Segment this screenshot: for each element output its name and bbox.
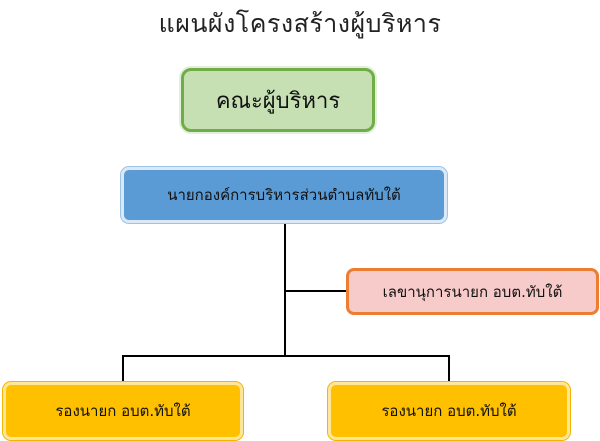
node-executive-board: คณะผู้บริหาร (181, 68, 375, 132)
node-chief-executive-label: นายกองค์การบริหารส่วนตำบลทับใต้ (167, 186, 401, 204)
node-deputy-2: รองนายก อบต.ทับใต้ (327, 381, 571, 441)
chart-title: แผนผังโครงสร้างผู้บริหาร (158, 9, 442, 38)
node-executive-board-label: คณะผู้บริหาร (215, 88, 341, 114)
node-deputy-1-label: รองนายก อบต.ทับใต้ (55, 402, 191, 420)
node-chief-executive: นายกองค์การบริหารส่วนตำบลทับใต้ (120, 166, 448, 224)
node-deputy-2-label: รองนายก อบต.ทับใต้ (381, 402, 517, 420)
node-secretary: เลขานุการนายก อบต.ทับใต้ (346, 268, 599, 315)
node-secretary-label: เลขานุการนายก อบต.ทับใต้ (382, 282, 563, 301)
node-deputy-1: รองนายก อบต.ทับใต้ (2, 381, 244, 441)
